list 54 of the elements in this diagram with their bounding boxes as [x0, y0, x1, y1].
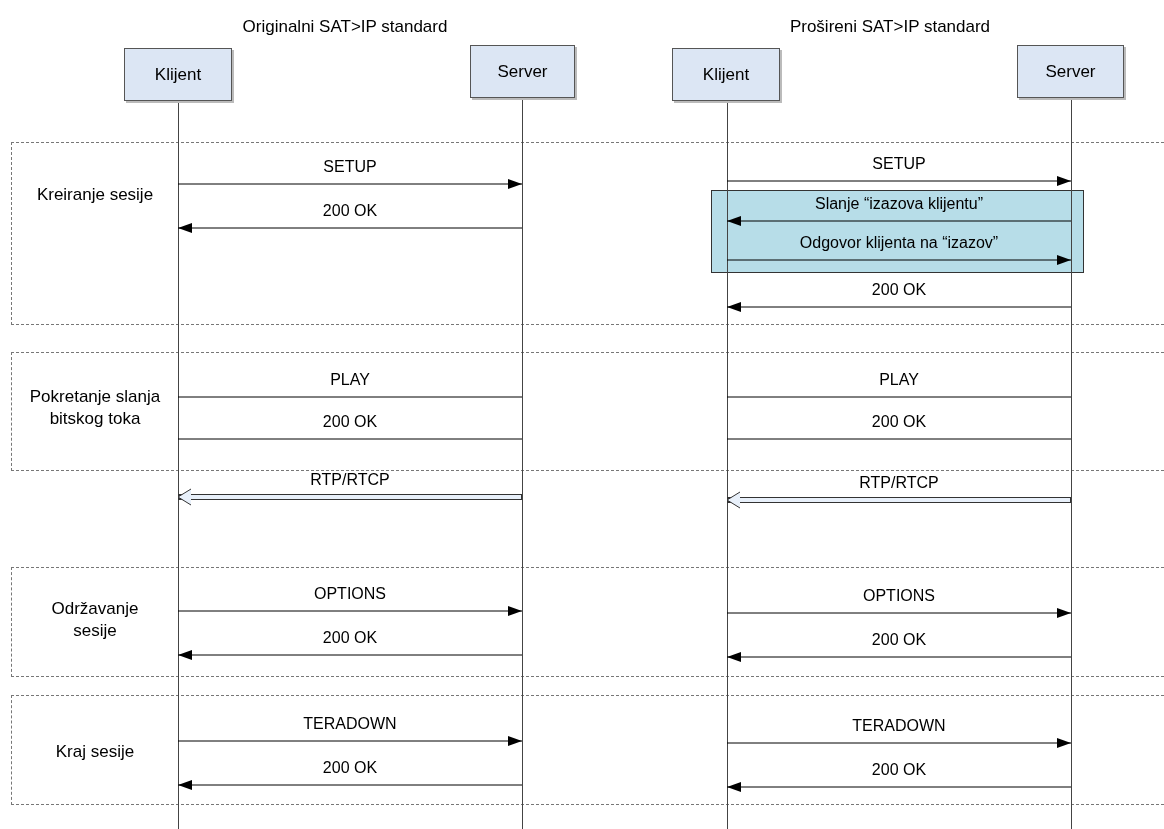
message-arrow [726, 255, 1072, 265]
message-label: 200 OK [871, 413, 927, 430]
stream-arrow [726, 491, 1071, 509]
phase-label: Kraj sesije [54, 741, 136, 763]
message-arrow [177, 780, 523, 790]
message-label: Odgovor klijenta na “izazov” [799, 234, 999, 251]
participant-box: Klijent [124, 48, 232, 101]
message-line [726, 438, 1072, 440]
message-label: 200 OK [322, 202, 378, 219]
message-arrow [177, 650, 523, 660]
lifeline [1071, 98, 1072, 829]
message-label: 200 OK [322, 413, 378, 430]
phase-label: Održavanje sesije [50, 598, 140, 642]
message-label: SETUP [872, 155, 926, 172]
lifeline [522, 98, 523, 829]
message-arrow [726, 652, 1072, 662]
message-label: RTP/RTCP [859, 474, 939, 491]
message-label: RTP/RTCP [310, 471, 390, 488]
message-label: TERADOWN [303, 715, 397, 732]
message-arrow [177, 606, 523, 616]
participant-box: Server [1017, 45, 1124, 98]
message-label: 200 OK [871, 761, 927, 778]
message-line [177, 396, 523, 398]
lifeline [178, 101, 179, 829]
stream-arrow [177, 488, 522, 506]
message-arrow [726, 216, 1072, 226]
message-line [177, 438, 523, 440]
message-label: OPTIONS [314, 585, 386, 602]
message-label: SETUP [323, 158, 377, 175]
lifeline [727, 101, 728, 829]
message-label: 200 OK [322, 759, 378, 776]
message-label: 200 OK [322, 629, 378, 646]
participant-box: Server [470, 45, 575, 98]
phase-label: Kreiranje sesije [35, 184, 155, 206]
message-label: Slanje “izazova klijentu” [814, 195, 984, 212]
message-label: TERADOWN [852, 717, 946, 734]
column-title: Originalni SAT>IP standard [241, 16, 449, 38]
column-title: Prošireni SAT>IP standard [788, 16, 992, 38]
message-arrow [726, 176, 1072, 186]
message-arrow [177, 223, 523, 233]
message-label: OPTIONS [863, 587, 935, 604]
message-arrow [177, 179, 523, 189]
message-label: 200 OK [871, 631, 927, 648]
message-arrow [726, 608, 1072, 618]
message-label: PLAY [330, 371, 370, 388]
message-arrow [177, 736, 523, 746]
message-label: 200 OK [871, 281, 927, 298]
message-arrow [726, 782, 1072, 792]
participant-box: Klijent [672, 48, 780, 101]
message-arrow [726, 302, 1072, 312]
message-label: PLAY [879, 371, 919, 388]
message-line [726, 396, 1072, 398]
message-arrow [726, 738, 1072, 748]
phase-label: Pokretanje slanja bitskog toka [28, 386, 162, 430]
